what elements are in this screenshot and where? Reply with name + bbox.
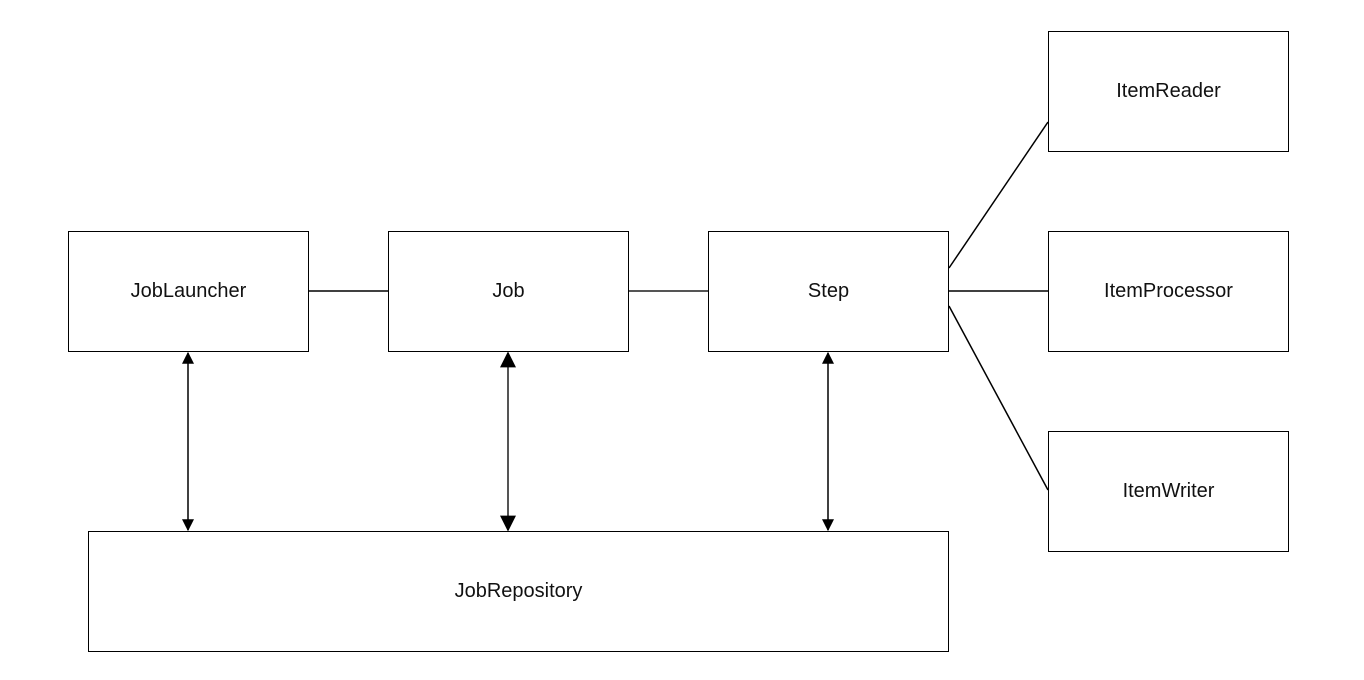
node-label: Job <box>492 280 525 302</box>
node-label: Step <box>807 280 850 302</box>
node-step: Step <box>708 231 949 352</box>
node-item-processor: ItemProcessor <box>1048 231 1289 352</box>
node-job-repository: JobRepository <box>88 531 949 652</box>
edge-step-itemwriter <box>948 305 1049 491</box>
node-item-writer: ItemWriter <box>1048 431 1289 552</box>
node-label: ItemReader <box>1116 80 1221 102</box>
node-label: JobLauncher <box>130 280 247 302</box>
edge-step-itemreader <box>948 121 1049 269</box>
node-item-reader: ItemReader <box>1048 31 1289 152</box>
node-label: JobRepository <box>454 580 583 602</box>
node-label: ItemProcessor <box>1104 280 1233 302</box>
node-label: ItemWriter <box>1122 480 1215 502</box>
node-job-launcher: JobLauncher <box>68 231 309 352</box>
node-job: Job <box>388 231 629 352</box>
